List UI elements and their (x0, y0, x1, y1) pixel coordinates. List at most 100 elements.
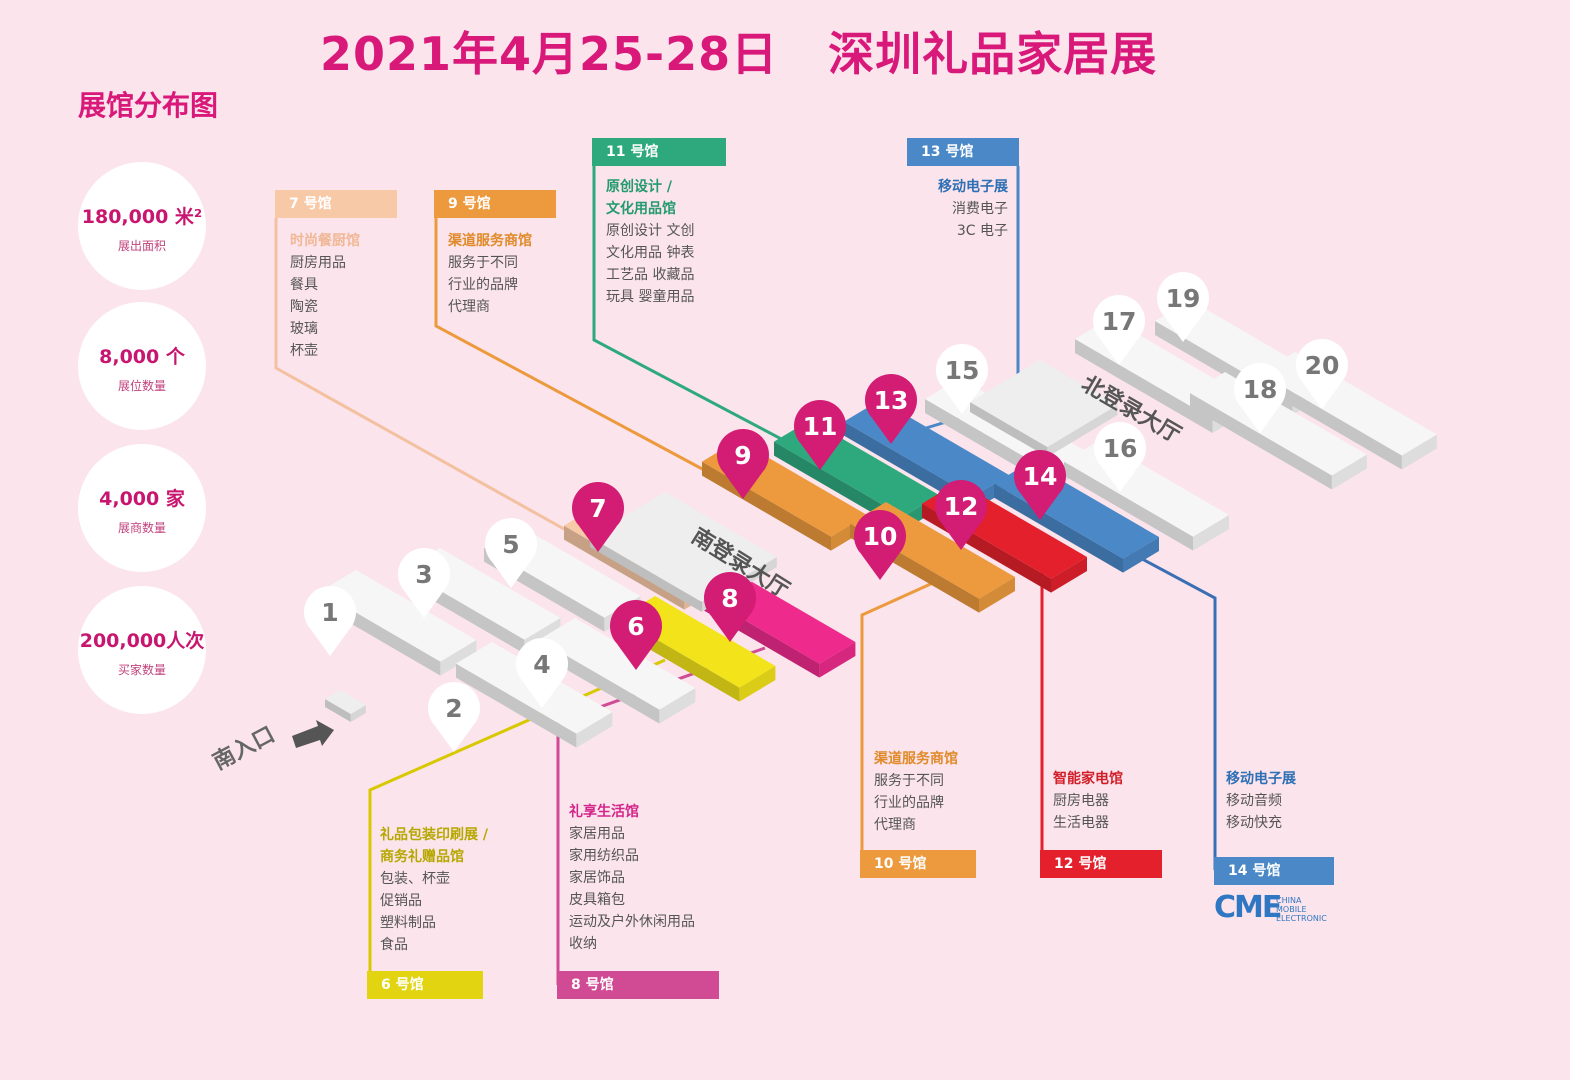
hall9-item: 行业的品牌 (448, 277, 518, 293)
stat-label: 展出面积 (117, 239, 166, 253)
hall-pin-5: 5 (485, 518, 537, 588)
pin-tail (1100, 339, 1138, 365)
block-side (1123, 537, 1159, 573)
hall6-item: 塑料制品 (380, 915, 436, 931)
pin-tail (1303, 383, 1341, 409)
block-side (440, 640, 477, 676)
pin-head (794, 400, 846, 452)
pin-head (936, 344, 988, 396)
block-side (739, 666, 776, 702)
cme-logo-line: CHINA (1276, 896, 1302, 905)
hall12-item: 生活电器 (1053, 815, 1109, 831)
entrance-arrow-icon (292, 720, 334, 748)
stat-booths: 8,000 个展位数量 (78, 302, 206, 430)
pin-number: 4 (533, 650, 550, 679)
pin-tail (943, 388, 981, 414)
pin-tail (523, 682, 561, 708)
stat-label: 买家数量 (117, 663, 166, 677)
block-front (1075, 339, 1213, 433)
hall6-info: 礼品包装印刷展 / 商务礼赠品馆 包装、杯壶 促销品 塑料制品 食品 (380, 824, 488, 956)
hall14-item: 移动快充 (1226, 815, 1282, 831)
hall-pin-14: 14 (1014, 450, 1066, 520)
hall8-item: 家居用品 (569, 826, 625, 842)
pin-head (1157, 272, 1209, 324)
pin-tail (579, 526, 617, 552)
block-front (325, 699, 351, 722)
pin-tail (711, 616, 749, 642)
block-side (1401, 434, 1437, 470)
hall6-heading: 礼品包装印刷展 / (380, 827, 488, 843)
hall-pin-12: 12 (935, 480, 987, 550)
stat-buyers: 200,000人次买家数量 (78, 586, 206, 714)
pin-tail (311, 630, 349, 656)
hall-pin-1: 1 (304, 586, 356, 656)
block-side (1051, 557, 1087, 593)
pin-head (572, 482, 624, 534)
block-front (844, 421, 973, 511)
pin-number: 6 (627, 612, 644, 641)
stat-value: 200,000人次 (79, 630, 205, 652)
pin-number: 17 (1102, 307, 1137, 336)
pin-head (485, 518, 537, 570)
entrance-label: 南入口 (209, 722, 279, 775)
pin-tail (1164, 316, 1202, 342)
block-side (1331, 454, 1367, 490)
hall11-item: 玩具 婴童用品 (606, 289, 695, 305)
block-side (819, 642, 856, 678)
hall7-item: 陶瓷 (290, 299, 318, 315)
pin-number: 16 (1103, 434, 1138, 463)
hall9-item: 代理商 (448, 299, 490, 315)
block-front (539, 639, 660, 724)
pin-head (1234, 363, 1286, 415)
hall11-heading2: 文化用品馆 (606, 201, 676, 217)
block-side (659, 688, 696, 724)
hall8-item: 家用纺织品 (569, 848, 639, 864)
hall12-tag: 12 号馆 (1040, 850, 1162, 878)
hall13-tag: 13 号馆 (907, 138, 1019, 166)
block-front (774, 441, 903, 531)
title-date: 2021年4月25-28日 (320, 27, 779, 81)
pin-number: 7 (589, 494, 606, 523)
block-side (350, 705, 366, 722)
stat-label: 展商数量 (117, 521, 166, 535)
hall7-item: 玻璃 (290, 321, 318, 337)
hall10-info: 渠道服务商馆 服务于不同 行业的品牌 代理商 (874, 748, 958, 836)
block-top (539, 618, 696, 710)
hall-pin-3: 3 (398, 548, 450, 618)
hall13-heading: 移动电子展 (938, 179, 1008, 195)
hall12-heading: 智能家电馆 (1053, 771, 1123, 787)
pin-head (398, 548, 450, 600)
hall-pin-15: 15 (936, 344, 988, 414)
cme-logo-line: ELECTRONIC (1276, 914, 1327, 923)
map-subtitle: 展馆分布图 (78, 89, 219, 122)
pin-number: 11 (803, 412, 838, 441)
pin-head (516, 638, 568, 690)
pin-head (610, 600, 662, 652)
stat-label: 展位数量 (117, 379, 166, 393)
pin-number: 2 (445, 694, 462, 723)
block-side (576, 712, 613, 748)
hall7-info: 时尚餐厨馆 厨房用品 餐具 陶瓷 玻璃 杯壶 (290, 230, 360, 362)
hall14-item: 移动音频 (1226, 793, 1282, 809)
hall13-info: 移动电子展 消费电子 3C 电子 (900, 176, 1008, 242)
hall7-item: 餐具 (290, 277, 318, 293)
pin-head (717, 429, 769, 481)
cme-logo-line: MOBILE (1276, 905, 1307, 914)
hall11-item: 工艺品 收藏品 (606, 267, 695, 283)
hall-pin-13: 13 (865, 374, 917, 444)
pin-number: 1 (321, 598, 338, 627)
hall8-item: 皮具箱包 (569, 892, 625, 908)
hall11-item: 原创设计 文创 (606, 223, 695, 239)
hall-pin-10: 10 (854, 510, 906, 580)
hall13-item: 3C 电子 (956, 223, 1008, 239)
block-top (325, 690, 366, 714)
hall-pin-16: 16 (1094, 422, 1146, 492)
hall12-info: 智能家电馆 厨房电器 生活电器 (1053, 768, 1123, 834)
pin-head (1014, 450, 1066, 502)
title-name: 深圳礼品家居展 (828, 27, 1158, 81)
connector-line (434, 218, 761, 502)
hall-pin-4: 4 (516, 638, 568, 708)
hall12-item: 厨房电器 (1053, 793, 1109, 809)
hall8-item: 收纳 (569, 936, 597, 952)
hall-pin-18: 18 (1234, 363, 1286, 433)
